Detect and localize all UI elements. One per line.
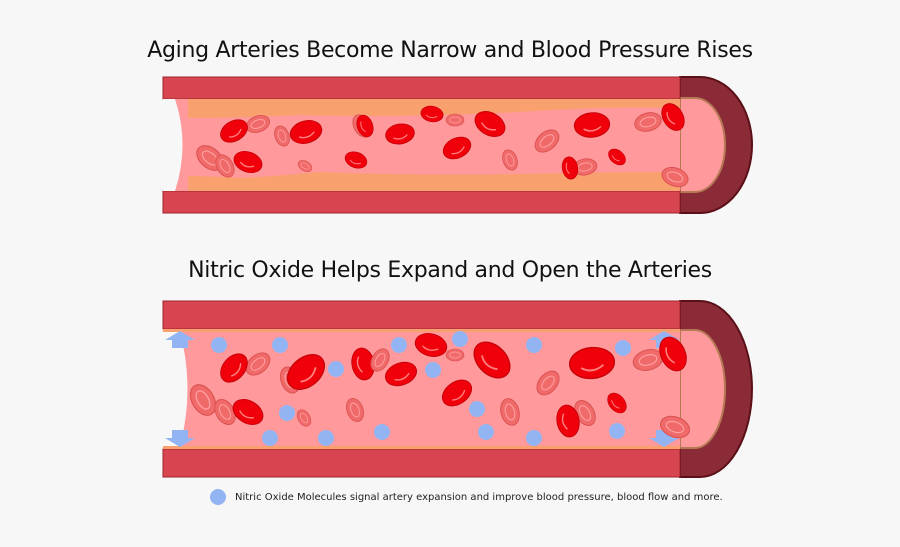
diagram-2-title: Nitric Oxide Helps Expand and Open the A…: [188, 258, 712, 283]
artery-wall-bottom: [162, 190, 681, 214]
narrow-artery: [162, 76, 753, 214]
artery-wall-bottom: [162, 448, 681, 478]
expanded-artery: [162, 300, 753, 478]
nitric-oxide-molecule-icon: [210, 489, 226, 505]
legend: Nitric Oxide Molecules signal artery exp…: [210, 489, 723, 505]
legend-text: Nitric Oxide Molecules signal artery exp…: [235, 491, 723, 503]
plaque-bottom: [188, 172, 680, 191]
artery-wall-top: [162, 300, 681, 330]
nitric-oxide-molecules: [211, 331, 631, 446]
artery-wall-top: [162, 76, 681, 100]
diagram-1-title: Aging Arteries Become Narrow and Blood P…: [147, 38, 753, 63]
